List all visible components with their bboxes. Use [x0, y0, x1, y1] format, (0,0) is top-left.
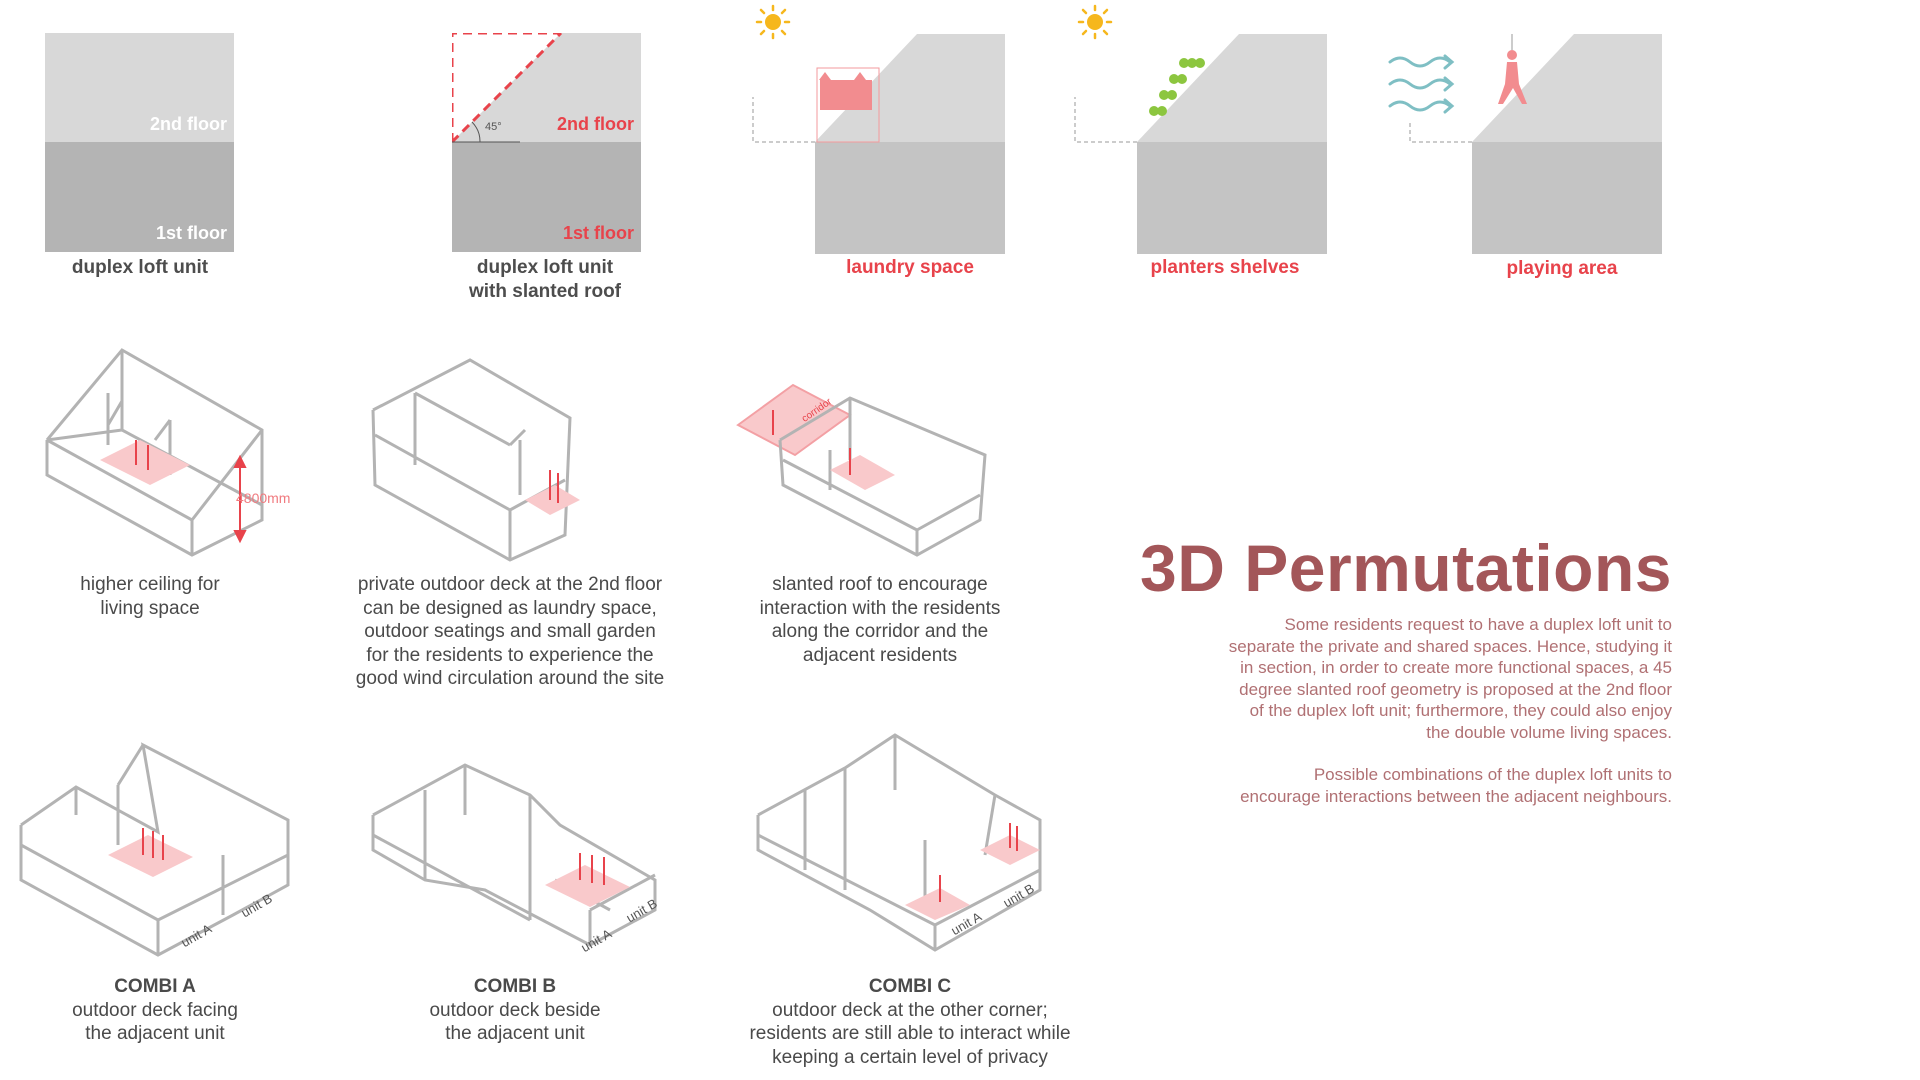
axo-combi-c-svg [756, 733, 1042, 952]
desc-slanted-corridor: slanted roof to encourage interaction wi… [759, 574, 1001, 666]
caption-laundry: laundry space [846, 257, 974, 278]
permutations-panel: 3D Permutations Some residents request t… [1130, 530, 1672, 820]
combi-c-title: COMBI C [868, 976, 952, 997]
axo-combi-a-svg [19, 742, 290, 957]
playing-svg [1388, 34, 1662, 254]
caption-planters: planters shelves [1150, 257, 1300, 278]
laundry-svg [752, 4, 1005, 254]
laundry-icon [816, 67, 880, 143]
combinations-paragraph: Possible combinations of the duplex loft… [1240, 765, 1672, 806]
first-floor-block [45, 142, 234, 252]
angle-label: 45° [485, 121, 502, 133]
planters-svg [1074, 4, 1327, 254]
desc-combi-a: COMBI A outdoor deck facing the adjacent… [30, 975, 280, 1046]
axo-combi-c: unit A unit B [755, 730, 1055, 960]
desc-higher-ceiling: higher ceiling for living space [80, 574, 220, 619]
combi-b-title: COMBI B [473, 976, 557, 997]
person-icon [1498, 50, 1527, 104]
caption-playing: playing area [1506, 258, 1618, 279]
section-diagram-slanted: 45° 2nd floor 1st floor [452, 33, 642, 253]
slanted-roof-svg [452, 33, 641, 252]
caption-slanted-roof: duplex loft unit with slanted roof [469, 257, 621, 302]
intro-paragraph: Some residents request to have a duplex … [1228, 615, 1672, 742]
sun-icon [755, 4, 791, 40]
sun-icon [1077, 4, 1113, 40]
desc-private-deck: private outdoor deck at the 2nd floor ca… [355, 574, 665, 689]
first-floor-label: 1st floor [155, 223, 227, 243]
first-floor-label: 1st floor [562, 223, 634, 243]
caption-duplex-loft: duplex loft unit [71, 257, 209, 278]
page-title: 3D Permutations [1140, 531, 1672, 605]
axo-combi-b: unit A unit B [370, 735, 670, 965]
second-floor-label: 2nd floor [557, 114, 634, 134]
axo-slanted-corridor-svg [736, 383, 987, 557]
section-diagram-laundry [750, 0, 1020, 260]
axo-combi-a: unit A unit B [18, 735, 298, 965]
axo-higher-ceiling: 4800mm [40, 345, 300, 560]
combi-a-title: COMBI A [114, 976, 196, 997]
section-diagram-duplex: 2nd floor 1st floor [45, 33, 235, 253]
second-floor-label: 2nd floor [150, 114, 227, 134]
planter-icon [1149, 58, 1205, 116]
wind-icon [1388, 54, 1455, 114]
axo-slanted-corridor: corridor [735, 360, 995, 565]
section-diagram-planters [1072, 0, 1342, 260]
desc-combi-b: COMBI B outdoor deck beside the adjacent… [385, 975, 645, 1046]
desc-combi-c: COMBI C outdoor deck at the other corner… [730, 975, 1090, 1069]
axo-higher-ceiling-svg [45, 348, 264, 557]
axo-private-deck-svg [371, 358, 580, 562]
axo-private-deck [370, 355, 620, 570]
section-diagram-playing [1385, 0, 1665, 260]
dimension-label: 4800mm [236, 490, 291, 506]
second-floor-block [45, 33, 234, 142]
axo-combi-b-svg [371, 763, 657, 947]
